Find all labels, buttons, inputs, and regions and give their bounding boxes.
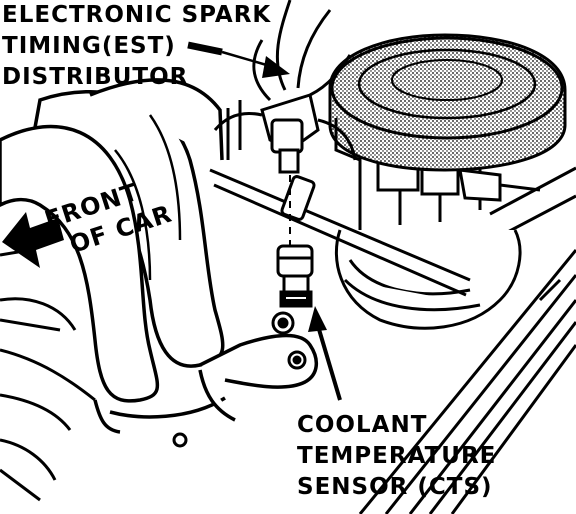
cts-leader [308,306,342,401]
manifold-details [0,248,96,502]
est-label-line-3: DISTRIBUTOR [2,64,189,90]
manifold-bolts [172,311,307,448]
intake-manifold [0,78,318,434]
distributor-connector [213,0,357,174]
est-leader [187,41,290,78]
est-label-line-2: TIMING(EST) [2,33,176,59]
arrow-left-icon [2,212,64,268]
fender-panel [358,166,576,514]
cts-label-line-2: TEMPERATURE [297,443,497,469]
air-cleaner [328,33,567,172]
fuel-line [209,168,471,297]
coolant-sensor-label: COOLANT TEMPERATURE SENSOR (CTS) [297,410,496,503]
est-distributor-label: ELECTRONIC SPARK TIMING(EST) DISTRIBUTOR [2,0,271,93]
carburetor-base [334,148,541,330]
est-label-line-1: ELECTRONIC SPARK [2,2,272,28]
cts-label-line-1: COOLANT [297,412,428,438]
coolant-sensor [276,244,314,308]
cts-label-line-3: SENSOR (CTS) [297,474,493,500]
